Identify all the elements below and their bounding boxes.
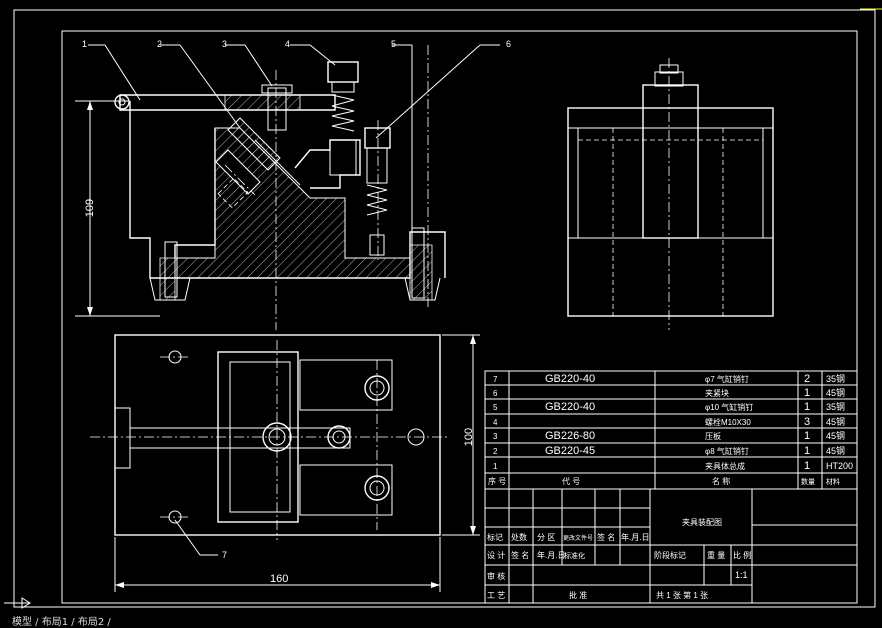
tb-stage-mark: 阶段标记 [654,550,686,560]
bom-cell-material: 35钢 [826,373,845,384]
bom-header-name: 名 称 [712,476,730,486]
tb-scale-value: 1:1 [735,570,748,580]
sheet-inner-border [61,30,858,604]
bom-cell-no: 1 [493,462,498,471]
bom-cell-material: 45钢 [826,387,845,398]
bom-cell-name: φ7 气缸销钉 [705,374,749,384]
bom-cell-name: 压板 [705,431,721,441]
bom-header-material: 材料 [826,477,840,486]
callout-3: 3 [222,39,227,49]
bom-cell-no: 2 [493,447,498,456]
tb-sign: 签 名 [597,532,615,542]
bom-table[interactable] [484,370,858,490]
bom-cell-qty: 3 [804,416,810,428]
tb-sheets: 共 1 张 第 1 张 [656,590,708,600]
tb-standardize: 标准化 [564,551,585,560]
bom-header-no: 序 号 [488,476,506,486]
tb-zone: 分 区 [537,533,555,542]
bom-cell-name: 夹具体总成 [705,461,745,471]
callout-4: 4 [285,39,290,49]
bom-cell-material: 45钢 [826,445,845,456]
bom-header-qty: 数量 [801,477,815,486]
callout-7: 7 [222,550,227,560]
drawing-title: 夹具装配图 [682,517,722,527]
dimension-109: 109 [84,199,96,217]
tb-approve: 批 准 [569,590,587,600]
front-view[interactable]: 109 1 2 3 4 5 6 7 [75,39,511,560]
layout-tabs-bar[interactable]: 模型 / 布局1 / 布局2 / [0,610,882,628]
callout-5: 5 [391,39,396,49]
bom-cell-material: 45钢 [826,416,845,427]
bom-cell-qty: 2 [804,373,810,385]
callout-2: 2 [157,39,162,49]
callout-1: 1 [82,39,87,49]
tb-change-doc: 更改文件号 [563,534,593,542]
callout-lines [88,44,500,556]
tb-review: 审 核 [487,571,505,581]
tb-process: 工 艺 [487,591,505,600]
title-block[interactable] [484,488,858,604]
bom-cell-code: GB220-40 [545,373,595,385]
bom-cell-qty: 1 [804,460,810,472]
bom-cell-name: 螺栓M10X30 [705,417,751,427]
bom-cell-material: 35钢 [826,401,845,412]
bom-cell-no: 6 [493,389,498,398]
tb-mark: 标记 [487,532,503,542]
tb-date-2: 年.月.日 [537,550,565,560]
tb-signature: 签 名 [511,550,529,560]
top-view[interactable]: 100 160 [90,334,480,592]
bom-cell-qty: 1 [804,445,810,457]
tb-weight: 重 量 [707,550,725,560]
sheet-outer-border [13,9,876,608]
bom-cell-no: 4 [493,418,498,427]
bom-header-code: 代 号 [562,476,580,486]
tb-scale: 比 例 [733,550,751,560]
tb-design: 设 计 [487,550,505,560]
side-view[interactable] [567,58,774,330]
bom-cell-no: 7 [493,375,498,384]
bom-cell-code: GB220-40 [545,401,595,413]
bom-cell-no: 3 [493,432,498,441]
bom-cell-code: GB220-45 [545,445,595,457]
callout-6: 6 [506,39,511,49]
bom-cell-name: φ8 气缸销钉 [705,446,749,456]
ucs-icon [4,597,31,609]
bom-cell-name: φ10 气缸销钉 [705,402,753,412]
layout-tabs[interactable]: 模型 / 布局1 / 布局2 / [12,617,111,628]
bom-cell-no: 5 [493,403,498,412]
bom-cell-material: 45钢 [826,430,845,441]
dimension-100: 100 [463,428,475,446]
bom-cell-qty: 1 [804,430,810,442]
tb-count: 处数 [511,532,527,542]
bom-cell-qty: 1 [804,387,810,399]
bom-cell-name: 夹紧块 [705,388,729,398]
bom-cell-material: HT200 [826,461,853,471]
bom-cell-qty: 1 [804,401,810,413]
dimension-160: 160 [270,573,288,585]
tb-date: 年.月.日 [621,532,649,542]
bom-cell-code: GB226-80 [545,430,595,442]
